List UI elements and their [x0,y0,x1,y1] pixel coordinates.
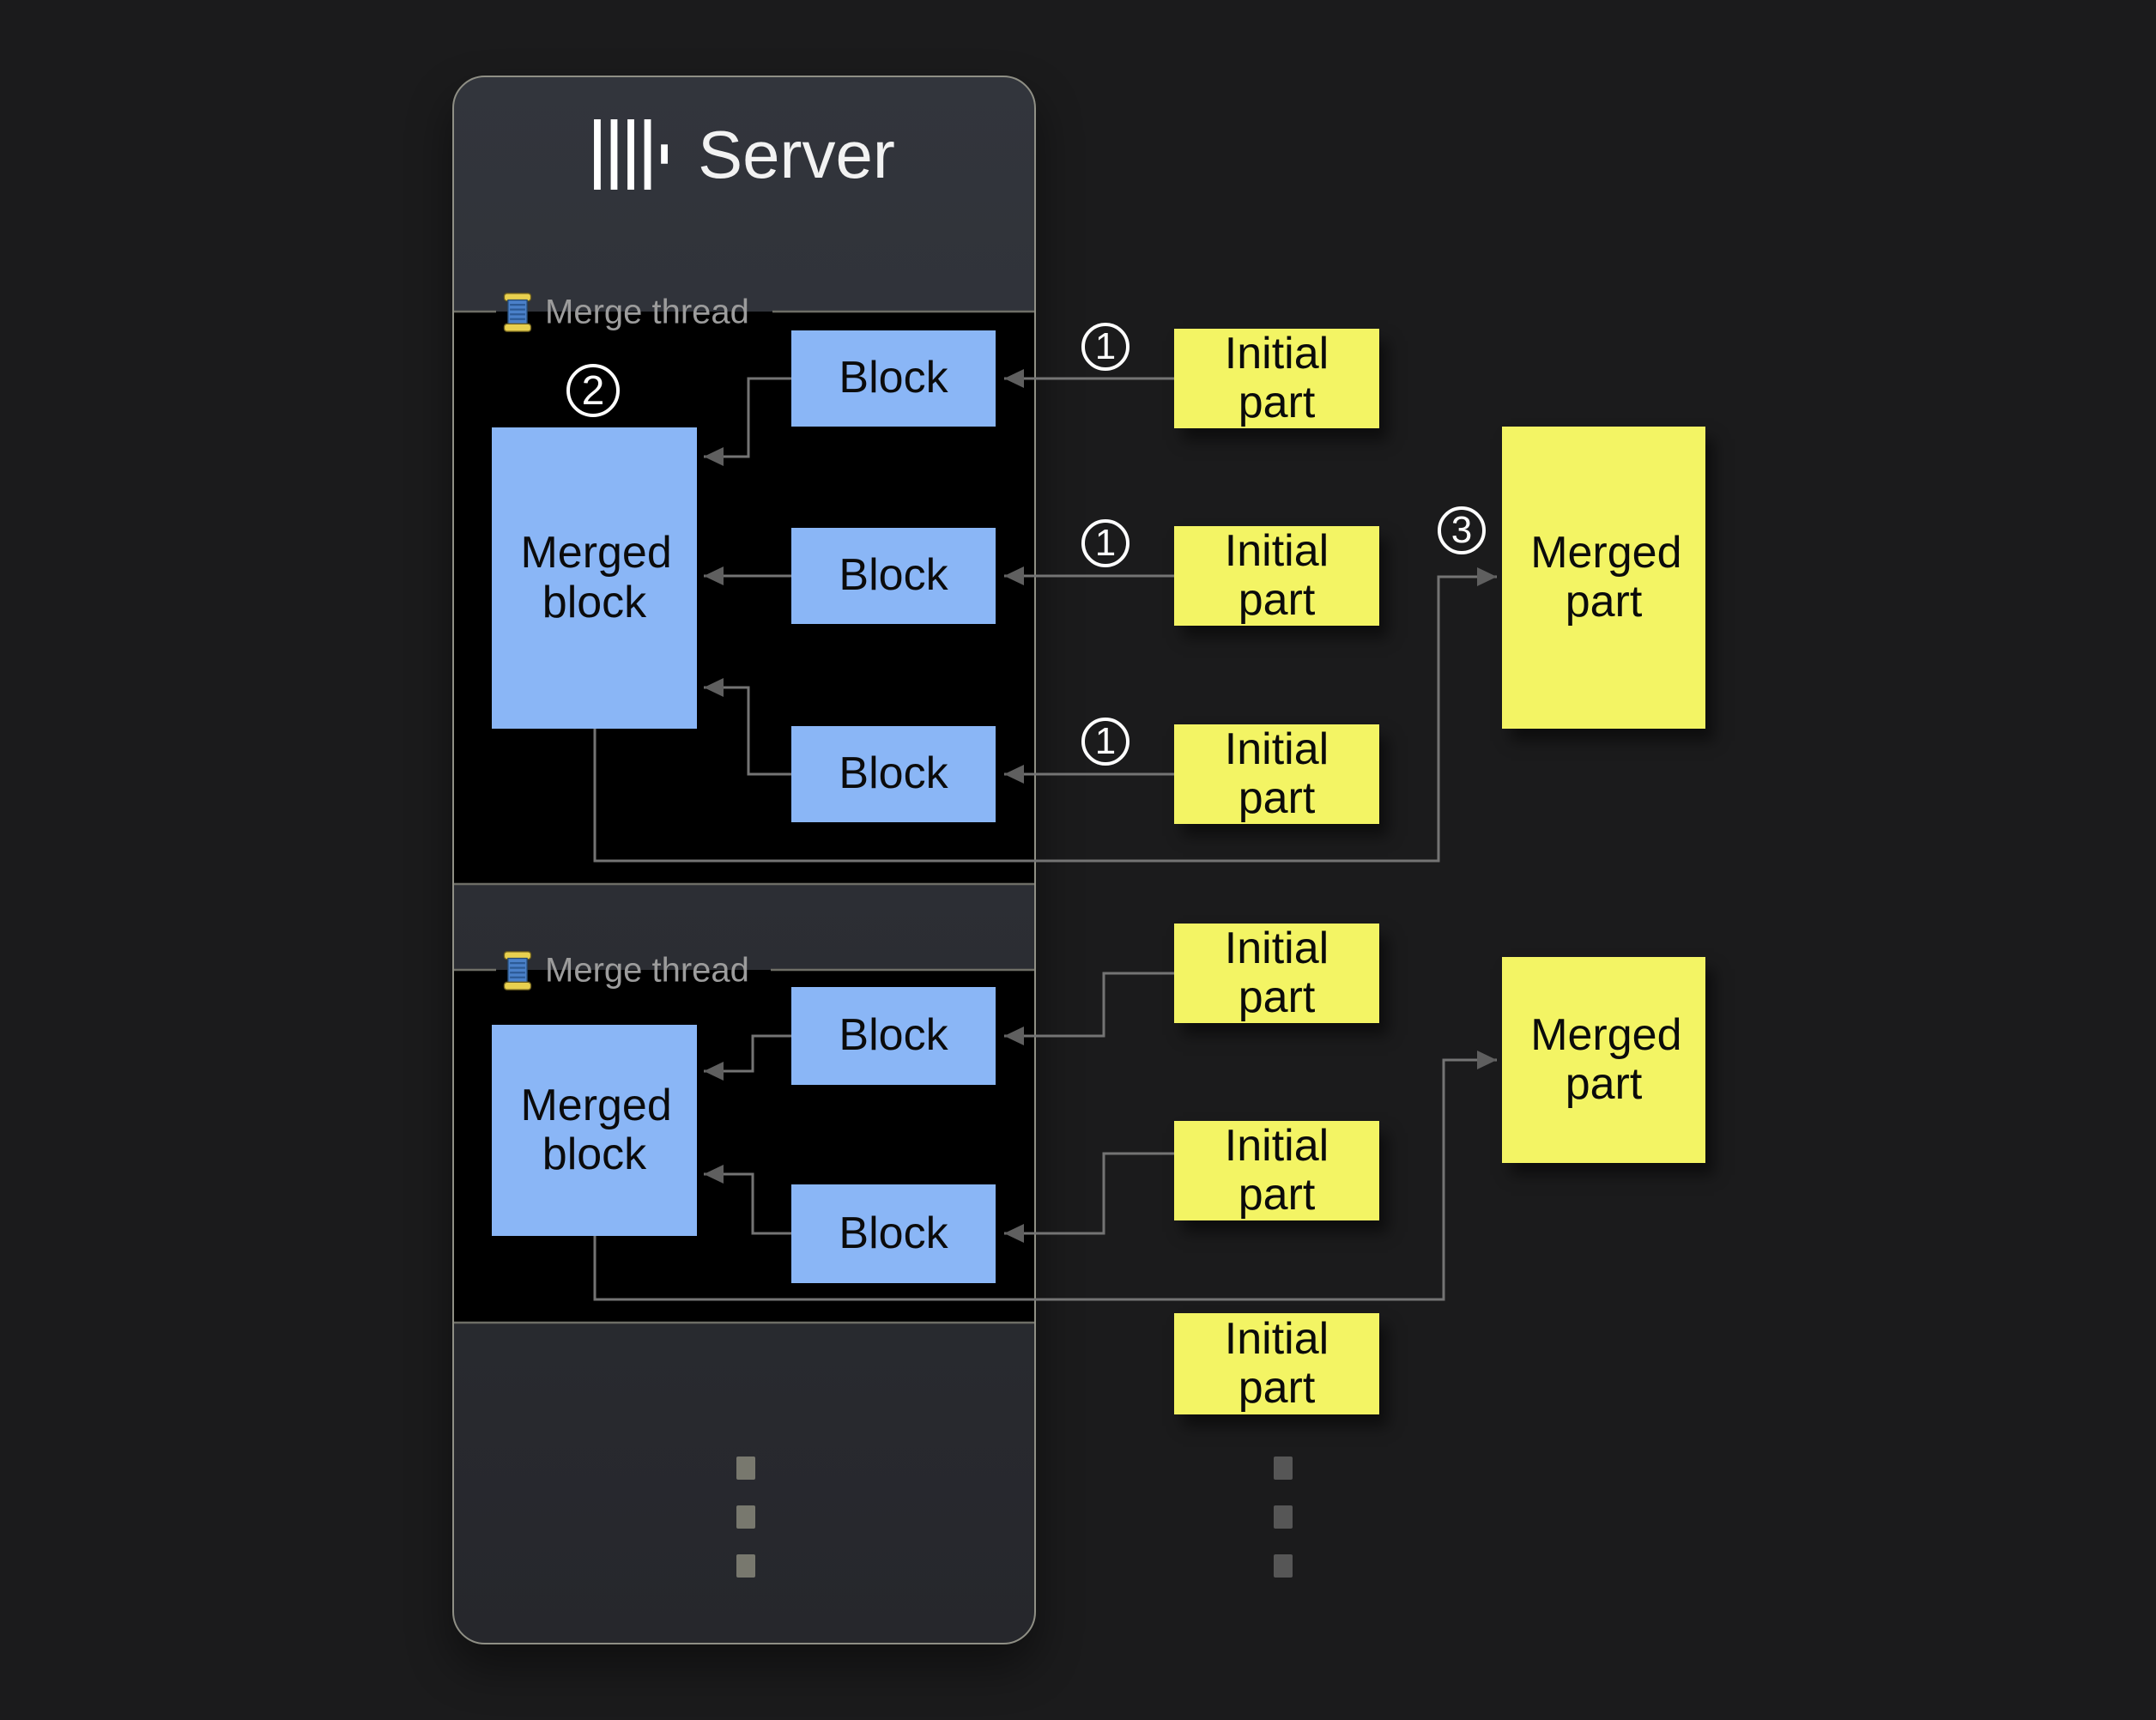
merge-thread-label-2: Merge thread [500,951,749,991]
arrow-block5-to-merged [704,1165,791,1235]
initial-part-1-1: Initial part [1174,329,1379,428]
initial-part-1-3: Initial part [1174,724,1379,824]
badge-number: 1 [1094,522,1117,564]
block-label: Block [839,1208,948,1258]
badge-number: 2 [581,367,605,414]
merged-part-label: Merged part [1530,527,1682,627]
merged-block-2: Merged block [492,1025,697,1236]
initial-part-label: Initial part [1224,1313,1329,1413]
block-label: Block [839,353,948,403]
ellipsis-dot [736,1554,755,1578]
badge-number: 1 [1094,720,1117,762]
merged-part-label: Merged part [1530,1009,1682,1109]
merge-thread-label-text: Merge thread [545,951,749,990]
merged-block-label: Merged block [520,528,672,627]
ellipsis-dot [736,1505,755,1529]
server-title-row: Server [452,106,1036,203]
arrow-merged-block2-to-merged-part2 [593,1051,1497,1301]
block-label: Block [839,1010,948,1061]
clickhouse-logo-icon [594,119,669,190]
ellipsis-dot [1274,1554,1293,1578]
ellipsis-dot [1274,1457,1293,1480]
merged-part-2: Merged part [1502,957,1705,1163]
arrow-initial5-to-block [1004,1152,1174,1243]
step-badge-1: 1 [1081,519,1129,567]
thread-spool-icon [503,951,532,990]
block-2-1: Block [791,987,996,1085]
initial-part-label: Initial part [1224,525,1329,625]
merge-thread-label-text: Merge thread [545,293,749,331]
ellipsis-dot [1274,1505,1293,1529]
block-1-2: Block [791,528,996,624]
block-label: Block [839,550,948,601]
initial-part-2-2: Initial part [1174,1121,1379,1220]
merged-part-1: Merged part [1502,427,1705,729]
server-title: Server [698,117,895,192]
initial-part-1-2: Initial part [1174,526,1379,626]
initial-part-label: Initial part [1224,923,1329,1022]
ellipsis-dot [736,1457,755,1480]
arrow-initial4-to-block [1004,972,1174,1045]
block-2-2: Block [791,1184,996,1283]
step-badge-1: 1 [1081,323,1129,371]
merge-thread-label-1: Merge thread [500,293,749,333]
step-badge-1: 1 [1081,718,1129,766]
arrow-block3-to-merged [704,678,791,776]
initial-part-label: Initial part [1224,328,1329,427]
thread-spool-icon [503,293,532,332]
merged-block-1: Merged block [492,427,697,729]
initial-part-label: Initial part [1224,1120,1329,1220]
arrow-merged-block1-to-merged-part1 [593,567,1497,863]
arrow-block4-to-merged [704,1034,791,1081]
initial-part-2-1: Initial part [1174,924,1379,1023]
merged-block-label: Merged block [520,1080,672,1179]
block-1-1: Block [791,330,996,427]
initial-part-label: Initial part [1224,724,1329,823]
badge-number: 3 [1450,509,1473,551]
arrow-block1-to-merged [704,377,791,466]
block-label: Block [839,748,948,799]
step-badge-2: 2 [566,364,620,417]
badge-number: 1 [1094,325,1117,367]
block-1-3: Block [791,726,996,822]
step-badge-3: 3 [1438,506,1486,554]
initial-part-2-3: Initial part [1174,1313,1379,1414]
